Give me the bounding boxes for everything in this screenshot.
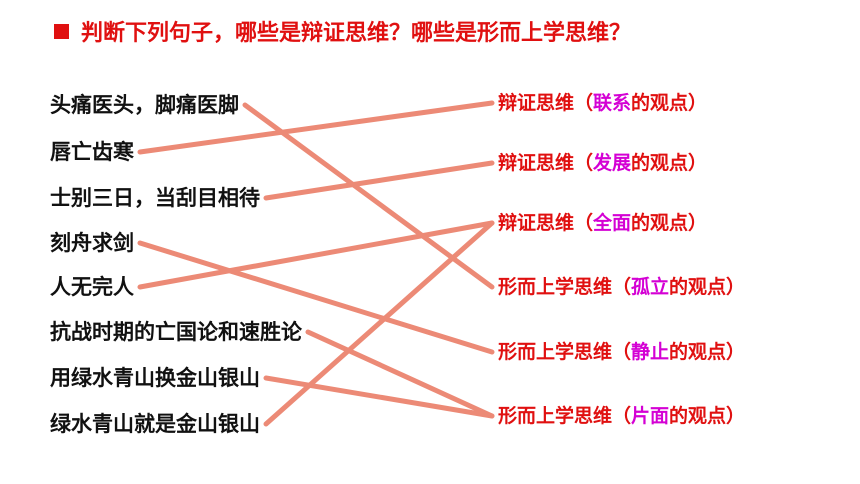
connection-line-6: [305, 329, 495, 419]
left-item-7[interactable]: 用绿水青山换金山银山: [50, 366, 260, 390]
left-item-2[interactable]: 唇亡齿寒: [50, 140, 134, 164]
left-item-4[interactable]: 刻舟求剑: [50, 231, 134, 255]
right-item-6[interactable]: 形而上学思维（片面的观点）: [498, 405, 746, 427]
right-item-2[interactable]: 辩证思维（发展的观点）: [498, 152, 708, 174]
left-item-8[interactable]: 绿水青山就是金山银山: [50, 412, 260, 436]
right-item-1[interactable]: 辩证思维（联系的观点）: [498, 92, 708, 114]
right-item-5[interactable]: 形而上学思维（静止的观点）: [498, 341, 746, 363]
connection-line-5: [137, 220, 495, 290]
highlight-keyword: 静止: [631, 341, 670, 363]
connection-line-2: [137, 100, 495, 155]
left-item-5[interactable]: 人无完人: [50, 275, 134, 299]
right-item-3[interactable]: 辩证思维（全面的观点）: [498, 212, 708, 234]
highlight-keyword: 孤立: [631, 276, 670, 298]
right-item-4[interactable]: 形而上学思维（孤立的观点）: [498, 276, 746, 298]
highlight-keyword: 发展: [593, 152, 632, 174]
connection-line-4: [137, 240, 495, 355]
title-text: 判断下列句子，哪些是辩证思维？哪些是形而上学思维？: [81, 21, 632, 46]
connection-line-8: [263, 220, 495, 427]
square-bullet-icon: [54, 23, 69, 39]
connection-line-7: [263, 375, 495, 419]
highlight-keyword: 全面: [593, 212, 632, 234]
left-item-1[interactable]: 头痛医头，脚痛医脚: [50, 93, 239, 117]
page-title: 判断下列句子，哪些是辩证思维？哪些是形而上学思维？: [54, 14, 631, 48]
highlight-keyword: 片面: [631, 405, 670, 427]
left-item-6[interactable]: 抗战时期的亡国论和速胜论: [50, 320, 302, 344]
connection-line-3: [263, 160, 495, 201]
left-item-3[interactable]: 士别三日，当刮目相待: [50, 186, 260, 210]
highlight-keyword: 联系: [593, 92, 632, 114]
